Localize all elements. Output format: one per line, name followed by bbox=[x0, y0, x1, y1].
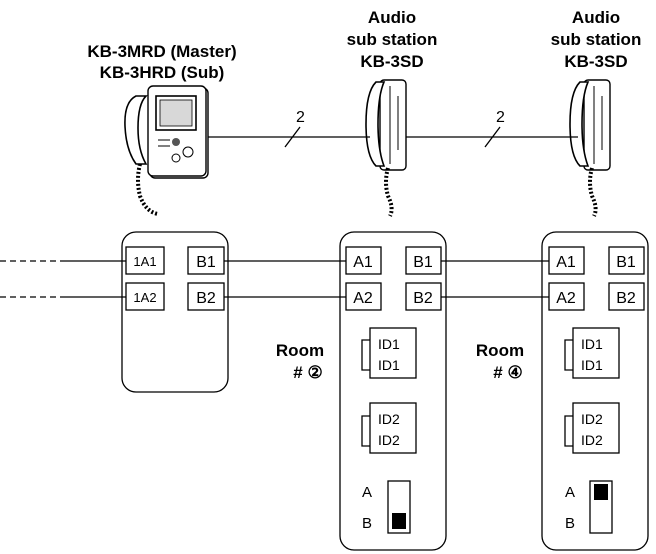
master-monitor-illustration bbox=[124, 85, 209, 216]
wire-count-label-1: 2 bbox=[296, 109, 305, 126]
sub2-title-line2: sub station bbox=[551, 30, 642, 49]
wire-count-slash-2 bbox=[484, 126, 501, 148]
sub1-terminal-a1-label: A1 bbox=[353, 254, 373, 271]
sub2-id2-bottom: ID2 bbox=[581, 432, 603, 448]
sub2-id2-top: ID2 bbox=[581, 411, 603, 427]
sub2-switch-a-label: A bbox=[565, 484, 575, 501]
sub2-ab-switch-knob bbox=[594, 484, 608, 500]
master-terminal-b1 bbox=[187, 246, 225, 275]
sub2-terminal-b1 bbox=[608, 246, 645, 275]
master-terminal-b1-label: B1 bbox=[196, 254, 216, 271]
sub1-room-label: Room bbox=[276, 341, 324, 360]
sub1-id1-switch bbox=[369, 327, 417, 379]
sub1-room-number: # ② bbox=[293, 363, 322, 382]
sub2-handset-illustration bbox=[569, 79, 611, 217]
sub2-terminal-a2 bbox=[548, 282, 585, 311]
sub2-terminal-a2-label: A2 bbox=[556, 290, 576, 307]
sub2-title-line1: Audio bbox=[572, 8, 620, 27]
sub1-id2-bracket bbox=[361, 415, 370, 447]
sub2-terminal-b2 bbox=[608, 282, 645, 311]
sub2-id2-switch bbox=[572, 402, 620, 454]
sub1-ab-switch-knob bbox=[392, 513, 406, 529]
master-terminal-1a2-label: 1A2 bbox=[133, 290, 156, 305]
sub1-terminal-b1-label: B1 bbox=[413, 254, 433, 271]
wire-count-slash-1 bbox=[284, 126, 301, 148]
sub2-switch-b-label: B bbox=[565, 515, 575, 532]
sub2-terminal-b1-label: B1 bbox=[616, 254, 636, 271]
sub1-id1-bracket bbox=[361, 339, 370, 371]
sub1-switch-a-label: A bbox=[362, 484, 372, 501]
sub1-terminal-b1 bbox=[405, 246, 442, 275]
sub2-room-label: Room bbox=[476, 341, 524, 360]
wire-count-label-2: 2 bbox=[496, 109, 505, 126]
sub1-id2-bottom: ID2 bbox=[378, 432, 400, 448]
sub1-title-line1: Audio bbox=[368, 8, 416, 27]
sub2-id2-bracket bbox=[564, 415, 573, 447]
sub1-terminal-b2-label: B2 bbox=[413, 290, 433, 307]
master-terminal-1a1-label: 1A1 bbox=[133, 254, 156, 269]
sub1-title-line3: KB-3SD bbox=[360, 52, 423, 71]
sub2-id1-switch bbox=[572, 327, 620, 379]
sub1-id2-switch bbox=[369, 402, 417, 454]
sub1-title-line2: sub station bbox=[347, 30, 438, 49]
sub1-terminal-a2-label: A2 bbox=[353, 290, 373, 307]
sub1-id1-top: ID1 bbox=[378, 336, 400, 352]
sub2-id1-bracket bbox=[564, 339, 573, 371]
master-terminal-1a2 bbox=[125, 282, 165, 311]
sub2-id1-top: ID1 bbox=[581, 336, 603, 352]
sub2-terminal-block bbox=[541, 231, 649, 551]
sub1-switch-b-label: B bbox=[362, 515, 372, 532]
master-terminal-b2-label: B2 bbox=[196, 290, 216, 307]
sub1-terminal-block bbox=[339, 231, 447, 551]
sub2-id1-bottom: ID1 bbox=[581, 357, 603, 373]
master-model-label: KB-3MRD (Master) bbox=[87, 42, 236, 61]
sub1-id1-bottom: ID1 bbox=[378, 357, 400, 373]
sub2-room-number: # ④ bbox=[493, 363, 522, 382]
sub2-terminal-a1 bbox=[548, 246, 585, 275]
sub2-title-line3: KB-3SD bbox=[564, 52, 627, 71]
sub-model-label: KB-3HRD (Sub) bbox=[100, 63, 225, 82]
sub2-terminal-b2-label: B2 bbox=[616, 290, 636, 307]
master-terminal-b2 bbox=[187, 282, 225, 311]
sub1-id2-top: ID2 bbox=[378, 411, 400, 427]
sub1-handset-illustration bbox=[365, 79, 407, 217]
sub2-terminal-a1-label: A1 bbox=[556, 254, 576, 271]
